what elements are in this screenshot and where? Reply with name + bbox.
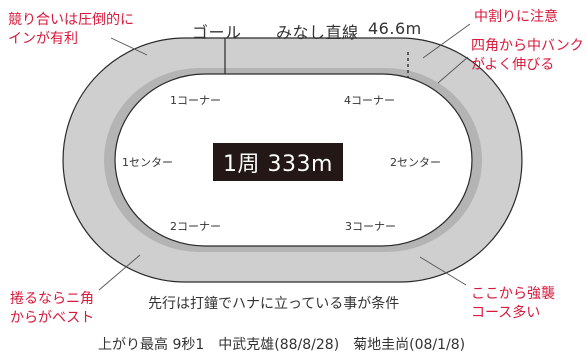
center-2-label: 2センター (390, 156, 441, 169)
note-bottom-left: 捲るならニ角 からがベスト (10, 290, 94, 328)
corner-3-label: 3コーナー (345, 220, 396, 233)
corner-4-label: 4コーナー (344, 94, 395, 107)
leader-bottom-right (419, 256, 467, 286)
corner-1-label: 1コーナー (170, 94, 221, 107)
note-top-right-1: 中割りに注意 (474, 9, 558, 25)
record-footer: 上がり最高 9秒1 中武克雄(88/8/28) 菊地圭尚(08/1/8) (98, 337, 466, 353)
goal-label: ゴール (192, 23, 242, 42)
note-top-right-2: 四角から中バンク がよく伸びる (471, 37, 584, 75)
corner-2-label: 2コーナー (170, 220, 221, 233)
note-top-right-2-line-2: がよく伸びる (471, 57, 555, 73)
note-top-left: 競り合いは圧倒的に インが有利 (8, 11, 134, 49)
leader-bottom-left (98, 254, 141, 291)
leader-top-right-2 (437, 56, 469, 84)
straight-label: みなし直線 (276, 23, 359, 42)
note-bottom-right: ここから強襲 コース多い (471, 285, 555, 323)
note-bottom-center: 先行は打鐘でハナに立っている事が条件 (148, 296, 400, 312)
leader-top-left (110, 37, 148, 56)
note-bottom-left-line-2: からがベスト (10, 310, 95, 326)
note-top-left-line-2: インが有利 (8, 31, 78, 47)
straight-length-label: 46.6m (368, 19, 422, 38)
center-1-label: 1センター (122, 156, 173, 169)
leader-top-right-1 (422, 23, 471, 59)
note-bottom-left-line-1: 捲るならニ角 (10, 291, 94, 307)
lap-length-title: 1周 333m (213, 143, 343, 181)
note-top-right-2-line-1: 四角から中バンク (471, 38, 584, 54)
note-bottom-right-line-1: ここから強襲 (471, 286, 555, 302)
note-top-left-line-1: 競り合いは圧倒的に (8, 12, 134, 28)
note-bottom-right-line-2: コース多い (471, 305, 541, 321)
